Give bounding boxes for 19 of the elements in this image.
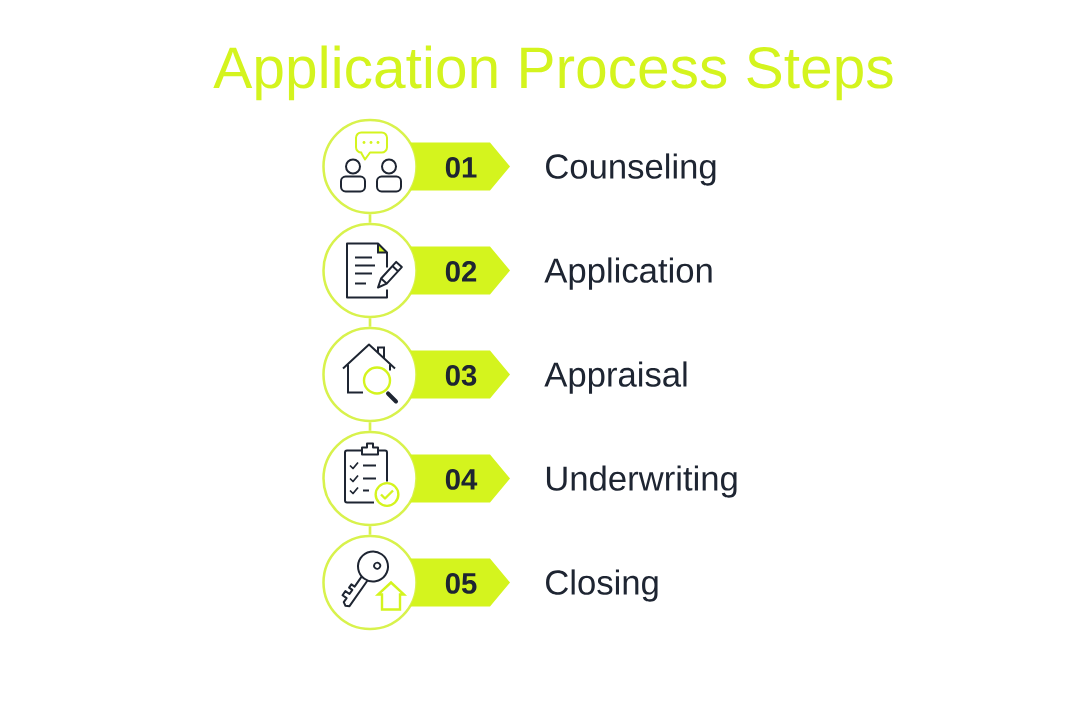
step-label: Application [544, 257, 712, 290]
step-circle [322, 430, 418, 527]
connector-line [368, 318, 372, 327]
step-circle [322, 118, 418, 215]
step-number-tag: 04 [409, 454, 510, 503]
connector-line [368, 526, 372, 535]
step-circle [322, 222, 418, 319]
connector-line [368, 422, 372, 431]
step-number-tag: 02 [409, 246, 510, 295]
step-number-tag: 01 [409, 142, 510, 191]
step-number-tag: 05 [409, 558, 510, 607]
step-label: Underwriting [546, 465, 737, 498]
step-number-tag: 03 [409, 350, 510, 399]
step-label: Counseling [546, 153, 716, 186]
step-label: Closing [546, 569, 658, 602]
connector-line [368, 214, 372, 223]
title: Application Process Steps [213, 45, 893, 101]
step-label: Appraisal [544, 361, 687, 394]
step-circle [322, 326, 418, 423]
